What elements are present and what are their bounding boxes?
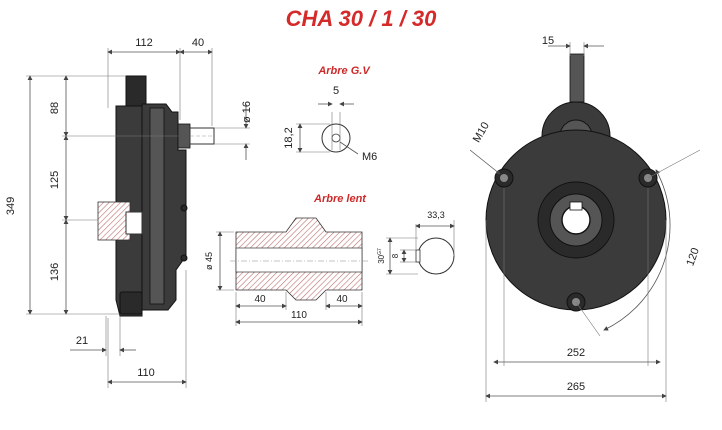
arbre-gv-view: Arbre G.V 5 18,2 M6 — [283, 65, 377, 163]
dim-gv-m6: M6 — [362, 151, 377, 163]
side-output-bore — [125, 211, 143, 235]
side-view: 112 40 ø 16 349 88 125 136 — [5, 37, 253, 388]
dim-front-m10: M10 — [471, 120, 492, 145]
dim-gv-5: 5 — [333, 85, 339, 97]
dim-136: 136 — [49, 263, 61, 281]
dim-40: 40 — [192, 37, 204, 49]
side-input-shaft-base — [177, 123, 191, 149]
dim-lent-40b: 40 — [336, 294, 348, 305]
dim-lent-40a: 40 — [254, 294, 266, 305]
dim-88: 88 — [49, 102, 61, 114]
label-arbre-lent: Arbre lent — [313, 193, 367, 205]
dim-125: 125 — [49, 171, 61, 189]
side-bottom-bolt — [119, 291, 143, 315]
side-flange-face — [149, 107, 165, 305]
drawing-title: CHA 30 / 1 / 30 — [0, 6, 722, 32]
arbre-lent-view: Arbre lent ø 45 40 40 110 — [204, 193, 455, 326]
dim-gv-18-2: 18,2 — [283, 127, 295, 148]
label-arbre-gv: Arbre G.V — [317, 65, 371, 77]
dim-21: 21 — [76, 335, 88, 347]
dim-front-265: 265 — [567, 381, 585, 393]
dim-lent-110: 110 — [291, 310, 307, 321]
dim-front-15: 15 — [542, 35, 554, 47]
front-shaft-tab — [569, 53, 585, 103]
dim-d16: ø 16 — [241, 101, 253, 123]
dim-front-120: 120 — [684, 246, 702, 267]
dim-349: 349 — [5, 197, 17, 215]
dim-lent-d45: ø 45 — [204, 252, 214, 270]
lent-key-profile — [417, 237, 455, 275]
dim-key-33-3: 33,3 — [427, 210, 445, 220]
dim-key-30: 30G7 — [377, 248, 386, 264]
dim-front-252: 252 — [567, 347, 585, 359]
dim-key-8: 8 — [391, 253, 400, 258]
front-view: 15 M10 120 252 265 — [469, 35, 702, 402]
dim-112: 112 — [135, 37, 153, 49]
side-output-shaft — [97, 201, 131, 241]
dim-110-side: 110 — [137, 367, 155, 379]
lent-shaft-bore — [235, 247, 363, 273]
title-text: CHA 30 / 1 / 30 — [285, 6, 437, 31]
